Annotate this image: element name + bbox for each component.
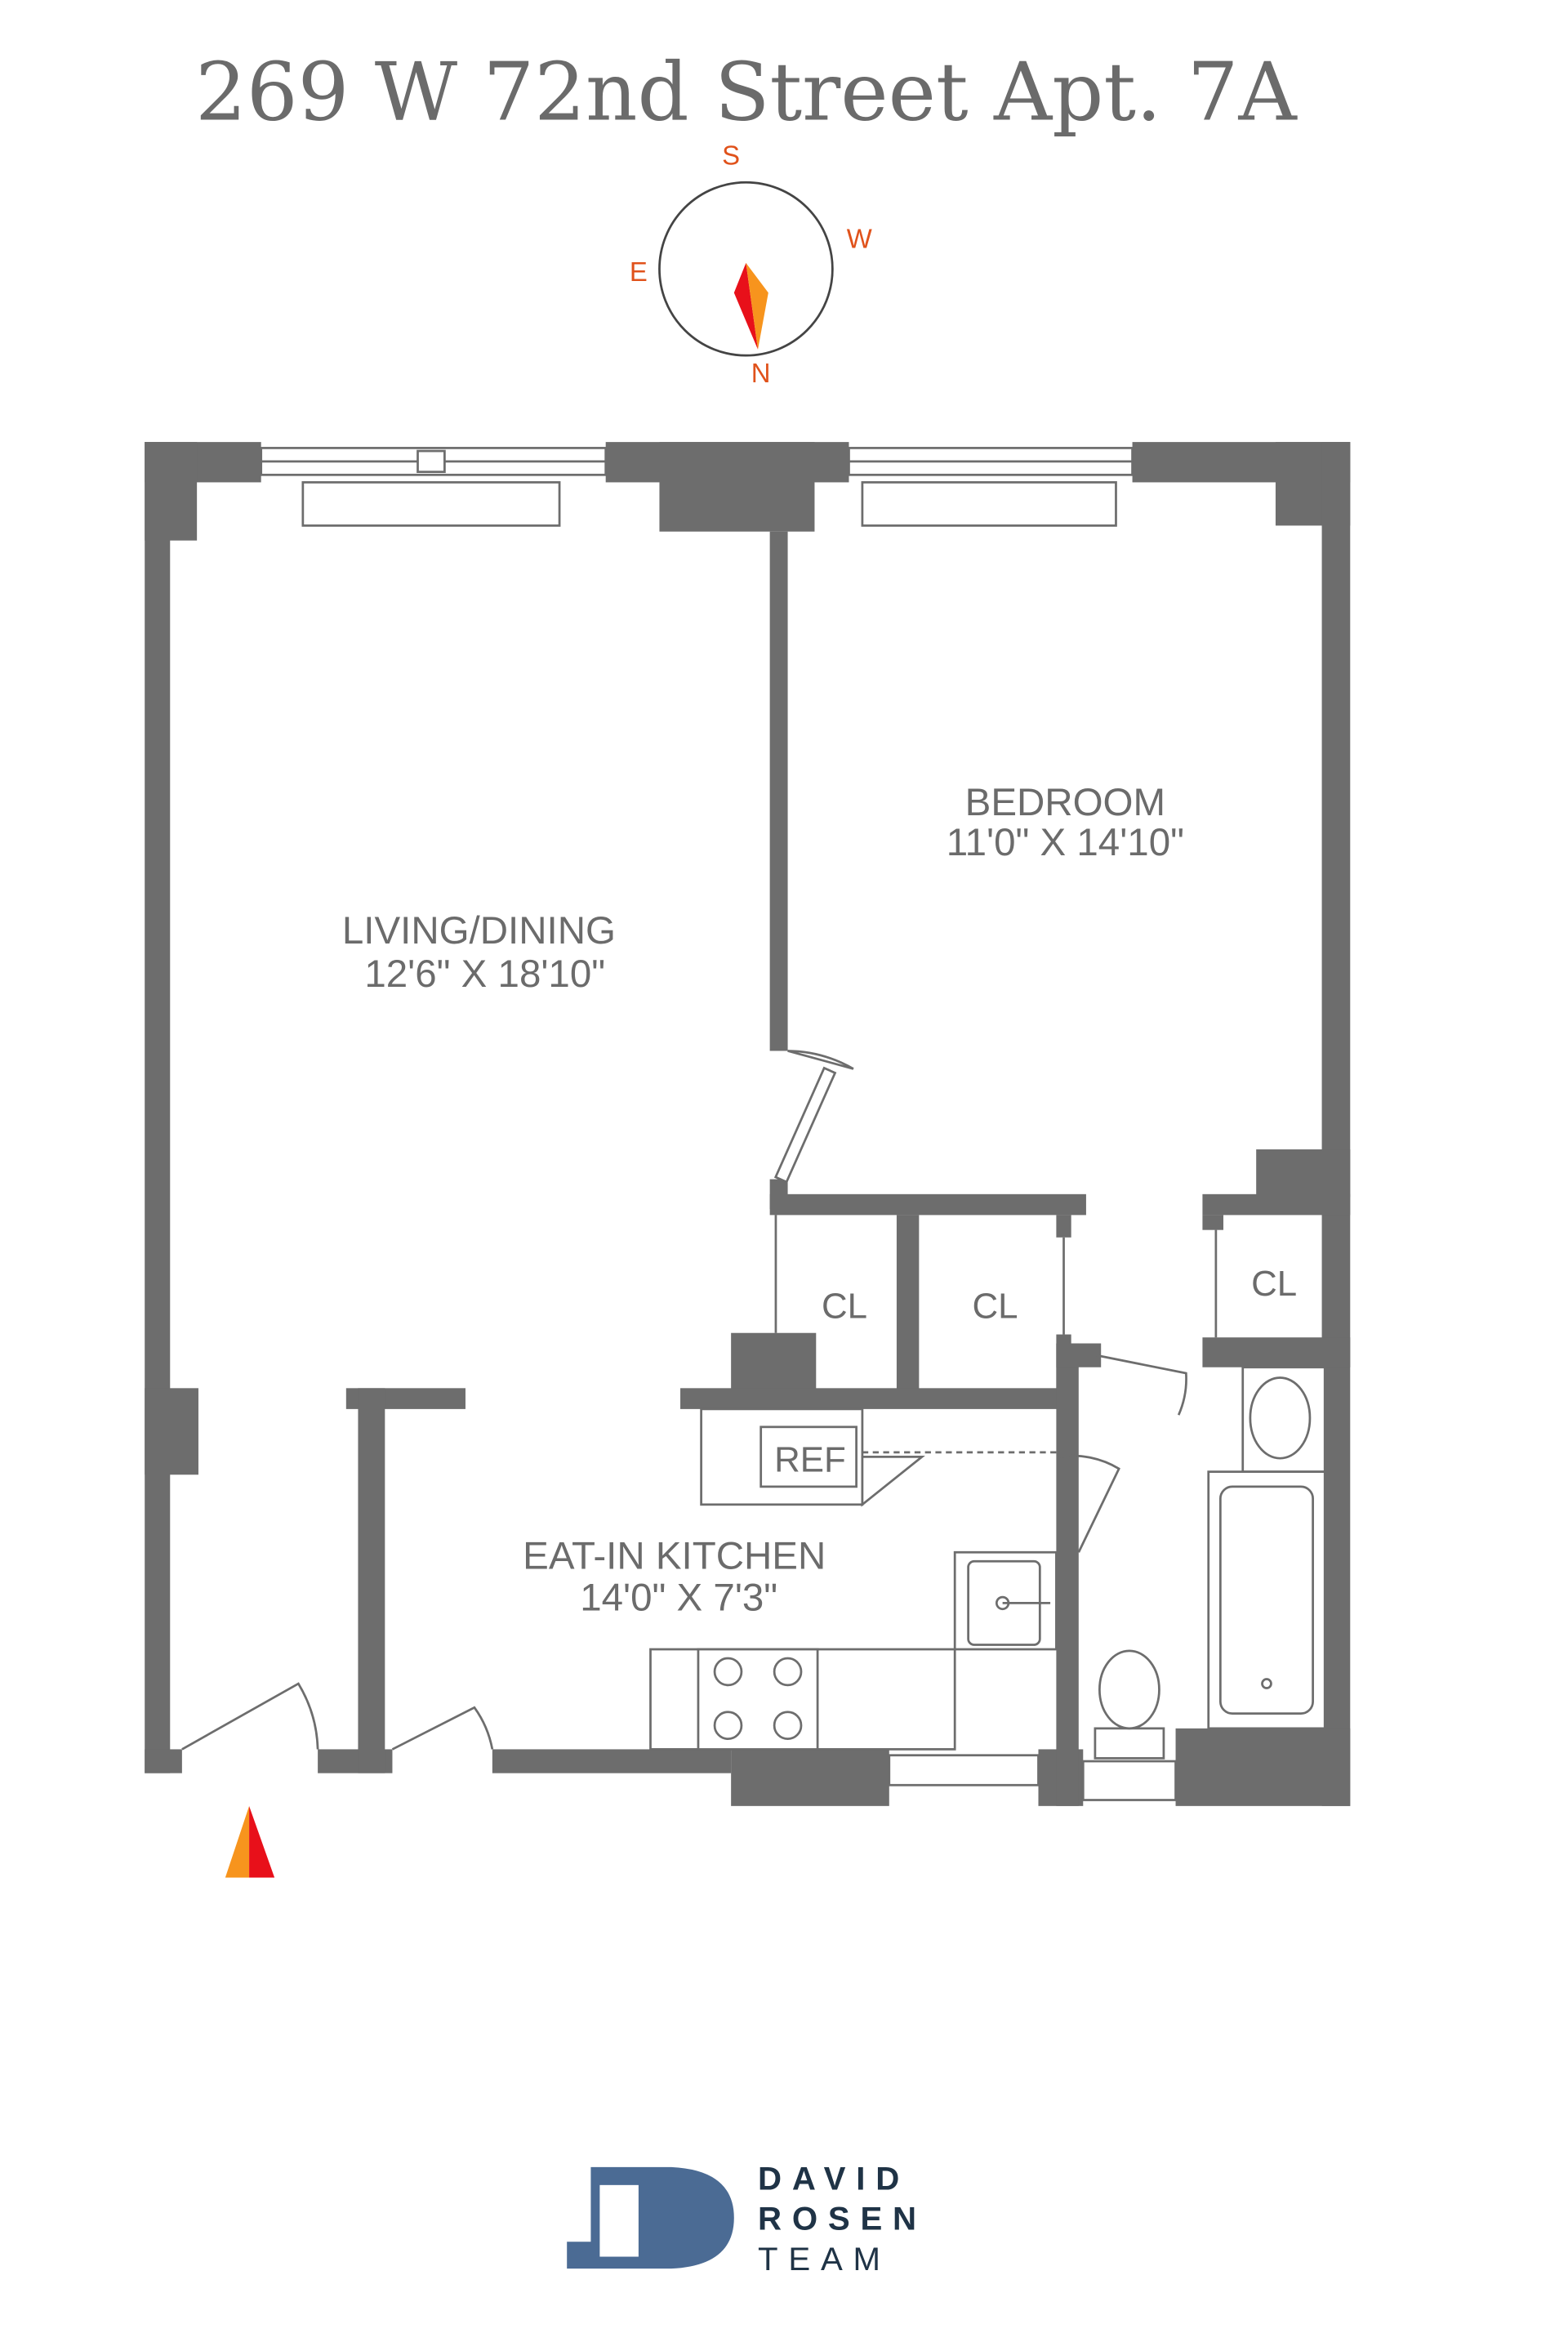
compass-north-label: N: [751, 358, 771, 388]
bathroom-fixtures: [1094, 1366, 1326, 1760]
toilet-icon: [1094, 1727, 1165, 1760]
bedroom-label: BEDROOM: [965, 781, 1165, 824]
refrigerator-label: REF: [774, 1440, 846, 1480]
entry-arrow-icon: [225, 1805, 275, 1878]
page-title: 269 W 72nd Street Apt. 7A: [195, 46, 1298, 140]
compass-needle-icon: [733, 262, 759, 350]
windows: [260, 447, 1177, 1801]
compass: S W E N: [630, 140, 872, 388]
compass-needle-tail-icon: [746, 262, 768, 350]
living-dining-size: 12'6" X 18'10": [364, 952, 605, 996]
compass-west-label: W: [847, 224, 872, 254]
doors: [181, 1050, 1187, 1751]
kitchen-size: 14'0" X 7'3": [580, 1577, 777, 1620]
closet-label-1: CL: [822, 1286, 867, 1326]
brand-line-3: TEAM: [758, 2241, 891, 2277]
brand-logo: DAVID ROSEN TEAM: [567, 2160, 927, 2277]
room-labels: LIVING/DINING 12'6" X 18'10" BEDROOM 11'…: [342, 781, 1297, 1620]
bathroom-sink-icon: [1241, 1366, 1326, 1473]
closet-label-3: CL: [1251, 1264, 1297, 1304]
closet-doors: [774, 1215, 1218, 1338]
stove-icon: [697, 1648, 819, 1751]
bedroom-size: 11'0" X 14'10": [947, 821, 1184, 864]
kitchen-label: EAT-IN KITCHEN: [523, 1534, 826, 1577]
kitchen-fixtures: [649, 1407, 1060, 1751]
brand-mark-icon: [567, 2166, 734, 2269]
brand-line-1: DAVID: [758, 2160, 910, 2197]
closet-label-2: CL: [972, 1286, 1018, 1326]
living-dining-label: LIVING/DINING: [342, 909, 616, 952]
compass-east-label: E: [630, 257, 648, 287]
walls: [145, 442, 1351, 1806]
compass-south-label: S: [722, 140, 740, 170]
brand-line-2: ROSEN: [758, 2201, 927, 2237]
